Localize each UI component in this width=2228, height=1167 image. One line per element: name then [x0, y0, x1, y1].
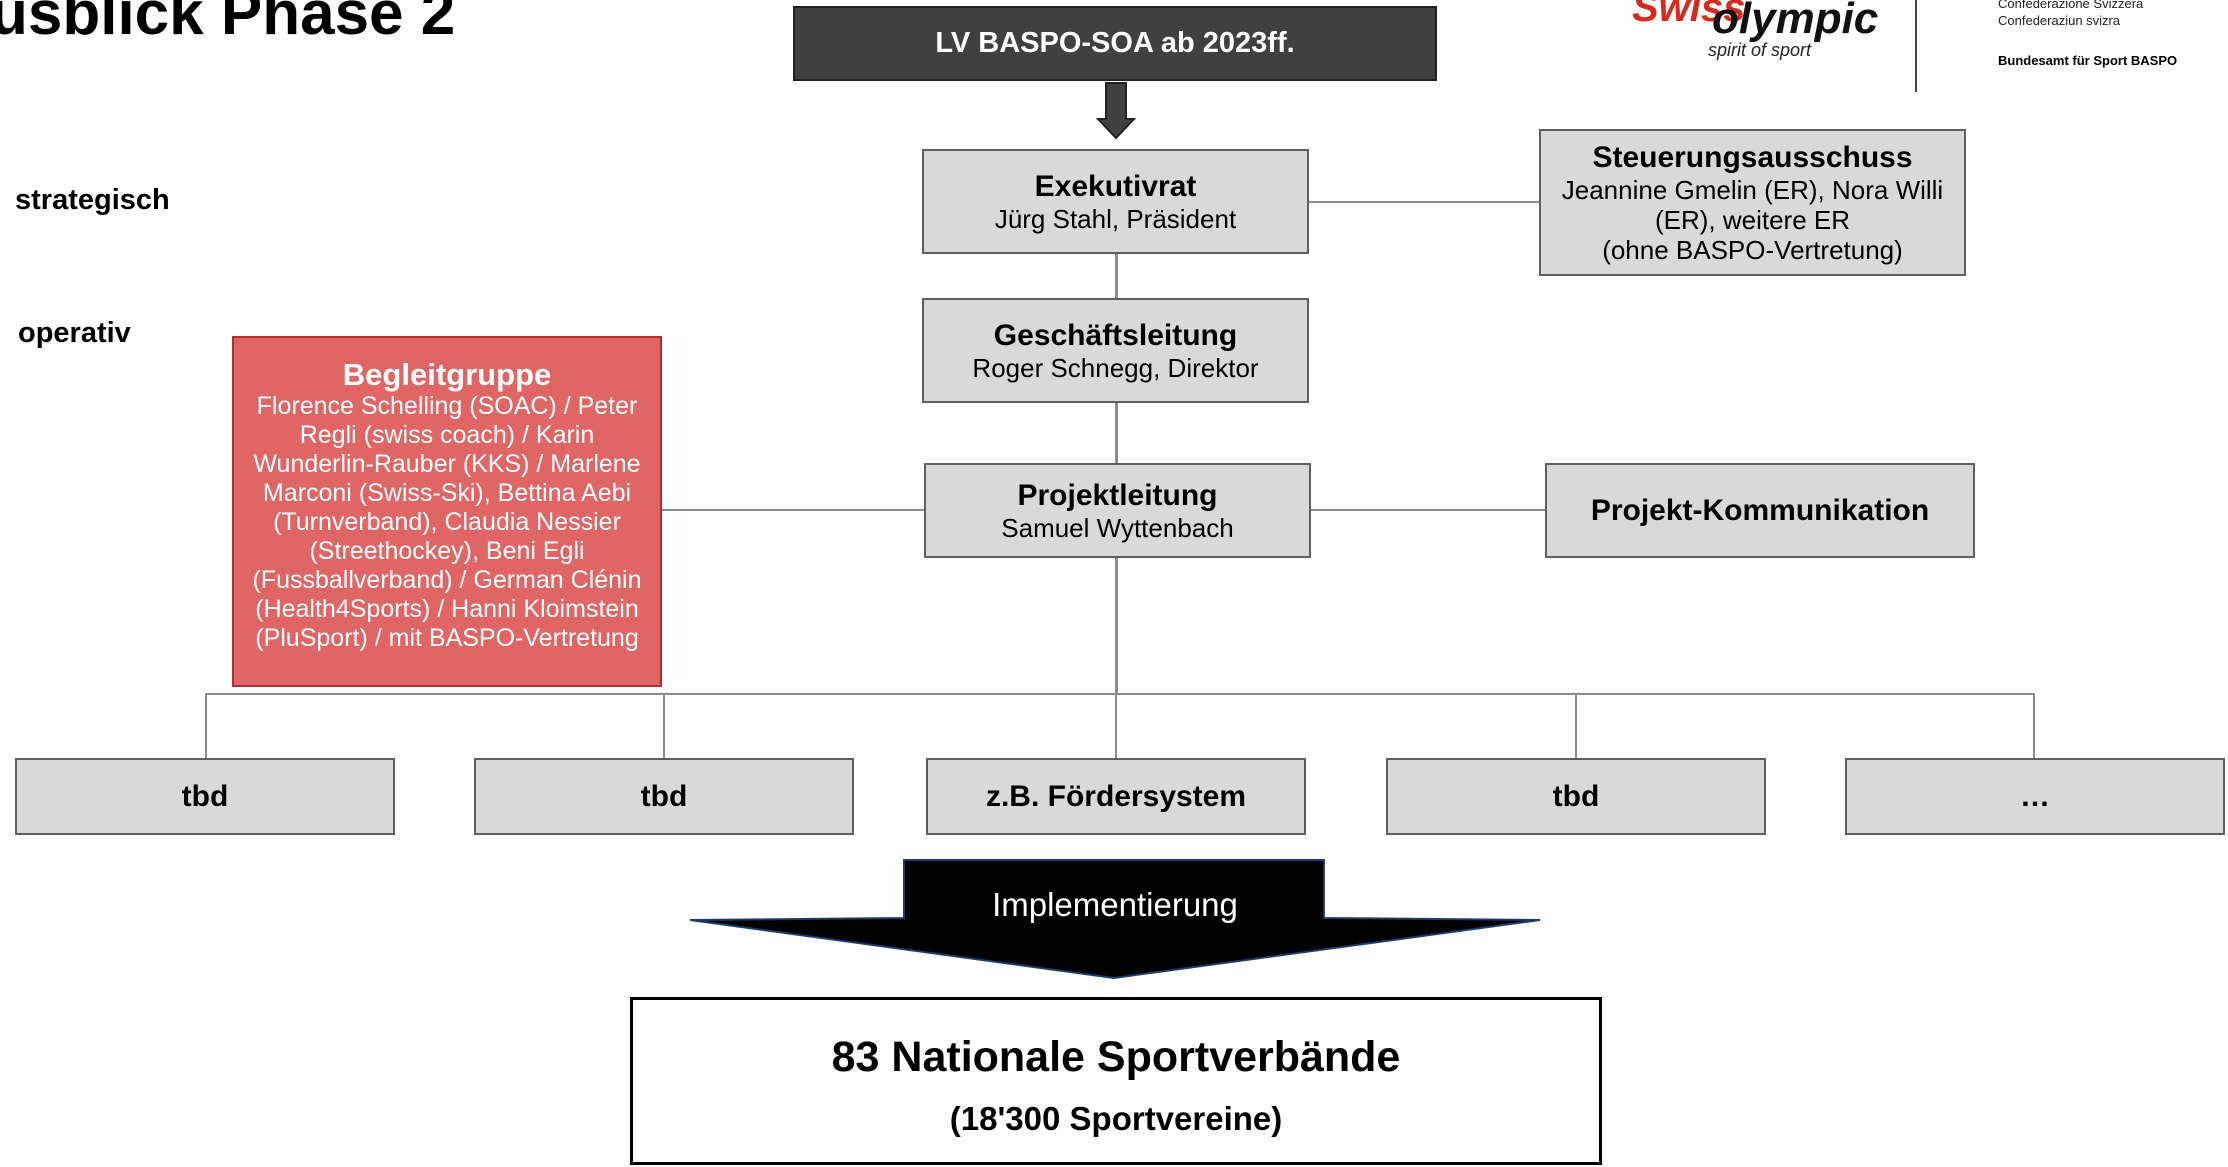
node-nationale-sportverbaende: 83 Nationale Sportverbände (18'300 Sport… — [630, 997, 1602, 1165]
level-strategic: strategisch — [15, 184, 170, 216]
connector-begleit-pl — [662, 509, 924, 511]
connector-drop-4 — [1575, 693, 1577, 759]
node-geschaeftsleitung: Geschäftsleitung Roger Schnegg, Direktor — [922, 298, 1309, 403]
result-title: 83 Nationale Sportverbände — [831, 1033, 1401, 1081]
workstream-3: z.B. Fördersystem — [926, 758, 1306, 835]
geschaeftsleitung-sub: Roger Schnegg, Direktor — [972, 352, 1259, 383]
node-projekt-kommunikation: Projekt-Kommunikation — [1545, 463, 1975, 558]
workstream-1-label: tbd — [181, 779, 229, 813]
logo-tagline: spirit of sport — [1708, 40, 1812, 60]
steuerung-title: Steuerungsausschuss — [1592, 140, 1913, 174]
connector-horizontal-bus — [205, 693, 2034, 695]
projektleitung-sub: Samuel Wyttenbach — [1001, 512, 1234, 543]
node-steuerungsausschuss: Steuerungsausschuss Jeannine Gmelin (ER)… — [1539, 129, 1966, 276]
connector-drop-1 — [205, 693, 207, 759]
exekutivrat-title: Exekutivrat — [1034, 169, 1197, 203]
node-projektleitung: Projektleitung Samuel Wyttenbach — [924, 463, 1311, 558]
banner-lv-baspo-soa: LV BASPO-SOA ab 2023ff. — [793, 6, 1437, 81]
workstream-3-label: z.B. Fördersystem — [985, 779, 1247, 813]
implementation-label: Implementierung — [992, 886, 1238, 923]
workstream-1: tbd — [15, 758, 395, 835]
begleitgruppe-line-9: (PluSport) / mit BASPO-Vertretung — [255, 624, 639, 652]
logo-divider — [1915, 0, 1917, 92]
kommunikation-title: Projekt-Kommunikation — [1590, 493, 1930, 527]
connector-pl-komm — [1310, 509, 1546, 511]
implementation-arrow-icon — [689, 859, 1541, 980]
begleitgruppe-line-1: Florence Schelling (SOAC) / Peter — [256, 392, 638, 420]
confederation-line-1: Confederazione Svizzera — [1998, 0, 2144, 11]
workstream-4: tbd — [1386, 758, 1766, 835]
workstream-4-label: tbd — [1552, 779, 1600, 813]
begleitgruppe-line-4: Marconi (Swiss-Ski), Bettina Aebi — [262, 479, 632, 507]
geschaeftsleitung-title: Geschäftsleitung — [993, 318, 1238, 352]
node-begleitgruppe: Begleitgruppe Florence Schelling (SOAC) … — [232, 336, 662, 687]
level-operative: operativ — [18, 317, 131, 349]
begleitgruppe-line-3: Wunderlin-Rauber (KKS) / Marlene — [253, 450, 641, 478]
node-exekutivrat: Exekutivrat Jürg Stahl, Präsident — [922, 149, 1309, 254]
connector-pl-work — [1115, 557, 1118, 695]
connector-drop-2 — [663, 693, 665, 759]
workstream-2: tbd — [474, 758, 854, 835]
connector-exek-gl — [1115, 254, 1118, 300]
swiss-olympic-logo: olympic — [1712, 0, 1879, 43]
begleitgruppe-line-6: (Streethockey), Beni Egli — [309, 537, 585, 565]
confederation-line-2: Confederaziun svizra — [1998, 13, 2121, 28]
down-arrow-icon — [1096, 82, 1136, 140]
result-sub: (18'300 Sportvereine) — [949, 1100, 1283, 1137]
projektleitung-title: Projektleitung — [1017, 478, 1218, 512]
page-title: usblick Phase 2 — [0, 0, 456, 48]
begleitgruppe-line-2: Regli (swiss coach) / Karin — [299, 421, 595, 449]
connector-drop-5 — [2033, 693, 2035, 759]
connector-exek-steuerung — [1308, 201, 1540, 203]
begleitgruppe-title: Begleitgruppe — [342, 357, 552, 392]
begleitgruppe-line-7: (Fussballverband) / German Clénin — [252, 566, 642, 594]
begleitgruppe-line-8: (Health4Sports) / Hanni Kloimstein — [255, 595, 639, 623]
workstream-5-label: … — [2020, 779, 2050, 813]
steuerung-line-1: Jeannine Gmelin (ER), Nora Willi — [1561, 174, 1944, 205]
workstream-5: … — [1845, 758, 2225, 835]
workstream-2-label: tbd — [640, 779, 688, 813]
connector-drop-3 — [1115, 693, 1117, 759]
begleitgruppe-line-5: (Turnverband), Claudia Nessier — [273, 508, 621, 536]
steuerung-line-2: (ER), weitere ER — [1654, 204, 1851, 235]
baspo-label: Bundesamt für Sport BASPO — [1998, 53, 2178, 68]
swiss-olympic-logo-partial: Swiss — [1632, 0, 1746, 30]
steuerung-line-3: (ohne BASPO-Vertretung) — [1602, 234, 1903, 265]
connector-gl-pl — [1115, 403, 1118, 464]
exekutivrat-sub: Jürg Stahl, Präsident — [994, 203, 1237, 234]
